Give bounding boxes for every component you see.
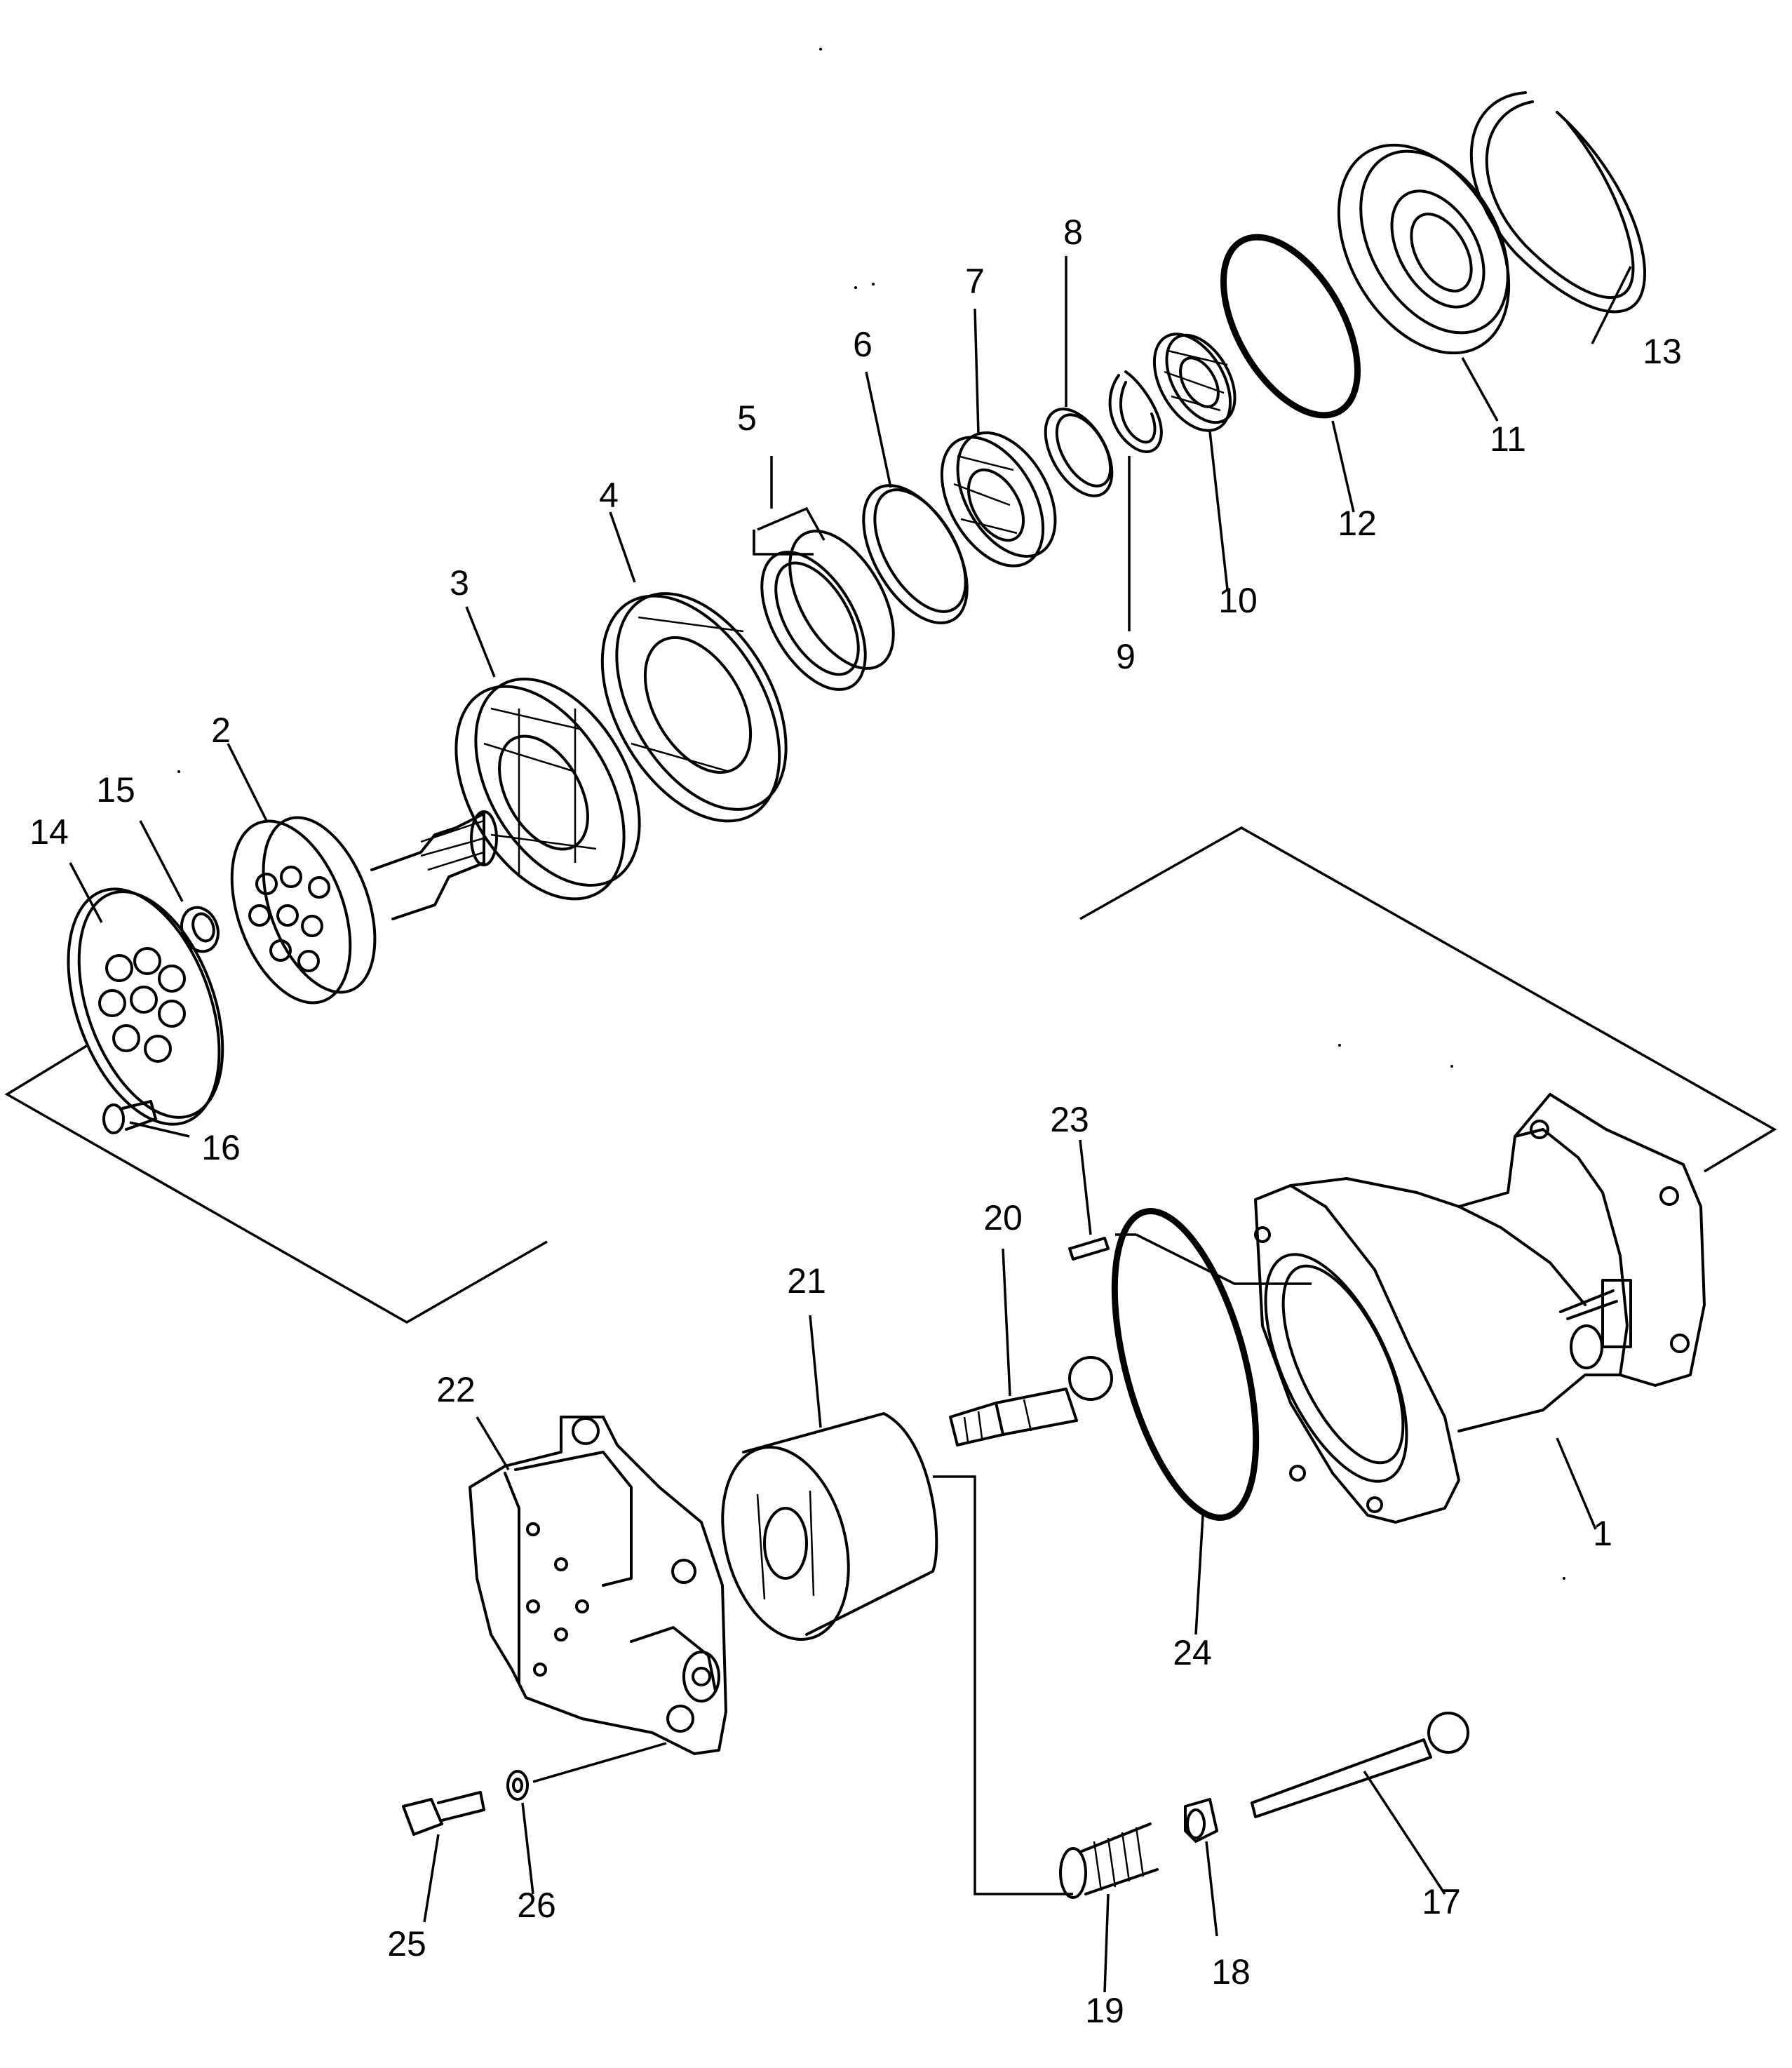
- label-16: 16: [201, 1128, 241, 1167]
- part-8-ring: [1044, 408, 1114, 497]
- part-number-labels: 13 11 12 10 9 8 7 6 5 4 3 2 15 14 16 23 …: [29, 213, 1682, 2030]
- part-26-washer: [506, 1770, 529, 1801]
- label-7: 7: [965, 262, 985, 301]
- part-19-spring: [1059, 1822, 1159, 1899]
- part-4-bearing-housing: [600, 592, 788, 823]
- label-12: 12: [1338, 504, 1377, 543]
- label-21: 21: [787, 1261, 826, 1301]
- part-11-cover: [1337, 143, 1511, 355]
- label-23: 23: [1050, 1100, 1089, 1139]
- label-26: 26: [517, 1886, 556, 1925]
- label-14: 14: [29, 812, 69, 852]
- label-5: 5: [737, 398, 757, 438]
- part-3-roller-bearing: [454, 678, 641, 901]
- label-6: 6: [853, 325, 873, 364]
- label-22: 22: [436, 1370, 476, 1409]
- label-24: 24: [1173, 1633, 1212, 1672]
- part-12-o-ring: [1220, 234, 1361, 419]
- part-18-nut: [1184, 1798, 1218, 1843]
- label-25: 25: [387, 1924, 426, 1963]
- label-18: 18: [1211, 1952, 1251, 1992]
- label-19: 19: [1085, 1991, 1124, 2030]
- label-15: 15: [96, 770, 135, 810]
- part-22-end-cover: [469, 1416, 727, 1755]
- part-24-o-ring: [1111, 1208, 1260, 1521]
- label-4: 4: [599, 476, 619, 515]
- assembly-lines: [532, 1475, 1073, 1895]
- label-1: 1: [1593, 1514, 1612, 1553]
- label-20: 20: [983, 1198, 1023, 1237]
- label-13: 13: [1643, 332, 1682, 371]
- label-10: 10: [1218, 581, 1258, 620]
- part-20-spool: [949, 1356, 1113, 1446]
- assembly-bracket-upper: [1079, 826, 1777, 1173]
- assembly-bracket-lower: [4, 1044, 548, 1324]
- scan-speckles: [177, 48, 1565, 1580]
- part-5-shims: [760, 530, 895, 691]
- leader-lines: [69, 256, 1632, 1993]
- label-9: 9: [1116, 637, 1136, 676]
- part-21-cylinder-block: [721, 1412, 938, 1641]
- part-17-piston-rod: [1251, 1712, 1469, 1818]
- part-15-washer: [180, 906, 220, 953]
- part-6-ring: [862, 484, 969, 624]
- part-9-circlip: [1108, 370, 1163, 453]
- label-11: 11: [1490, 419, 1526, 459]
- part-13-snap-ring: [1469, 91, 1646, 314]
- part-7-bearing: [940, 431, 1057, 568]
- label-17: 17: [1422, 1882, 1461, 1921]
- label-8: 8: [1063, 213, 1083, 252]
- part-14-valve-plate: [67, 887, 224, 1126]
- label-2: 2: [211, 711, 231, 750]
- part-25-bolt: [402, 1791, 485, 1836]
- part-1-motor-case: [1254, 1093, 1706, 1524]
- part-10-oil-seal: [1152, 333, 1237, 432]
- label-3: 3: [450, 563, 469, 603]
- part-2-drive-shaft: [230, 810, 498, 1005]
